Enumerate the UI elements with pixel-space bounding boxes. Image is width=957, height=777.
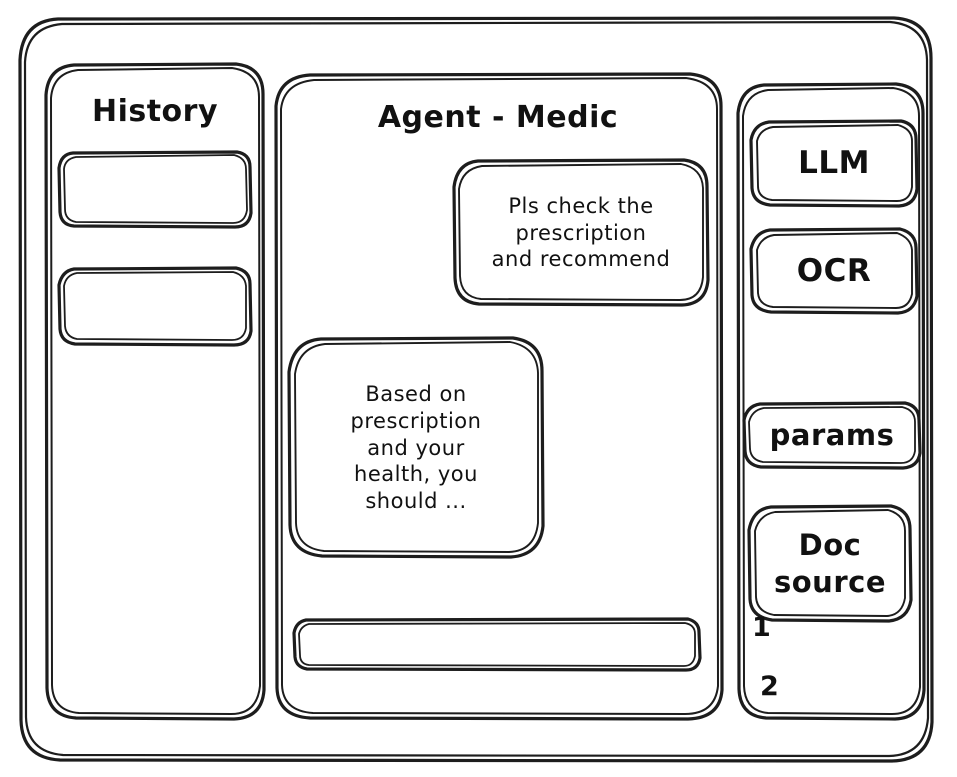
tool-button-llm-label: LLM <box>798 145 870 182</box>
history-title: History <box>91 93 219 129</box>
history-item[interactable] <box>57 266 253 348</box>
doc-source-ref-1[interactable]: 1 <box>752 611 772 643</box>
doc-source-ref-2[interactable]: 2 <box>760 670 780 702</box>
message-input[interactable] <box>292 617 702 673</box>
tool-button-doc-source-label: Doc source <box>774 527 886 599</box>
tool-button-params-label: params <box>769 418 895 453</box>
tool-button-ocr-label: OCR <box>796 253 872 290</box>
history-item[interactable] <box>57 150 253 230</box>
chat-message-agent-text: Based on prescription and your health, y… <box>350 381 482 514</box>
chat-message-user-text: Pls check the prescription and recommend <box>491 193 671 272</box>
chat-title: Agent - Medic <box>377 99 619 135</box>
